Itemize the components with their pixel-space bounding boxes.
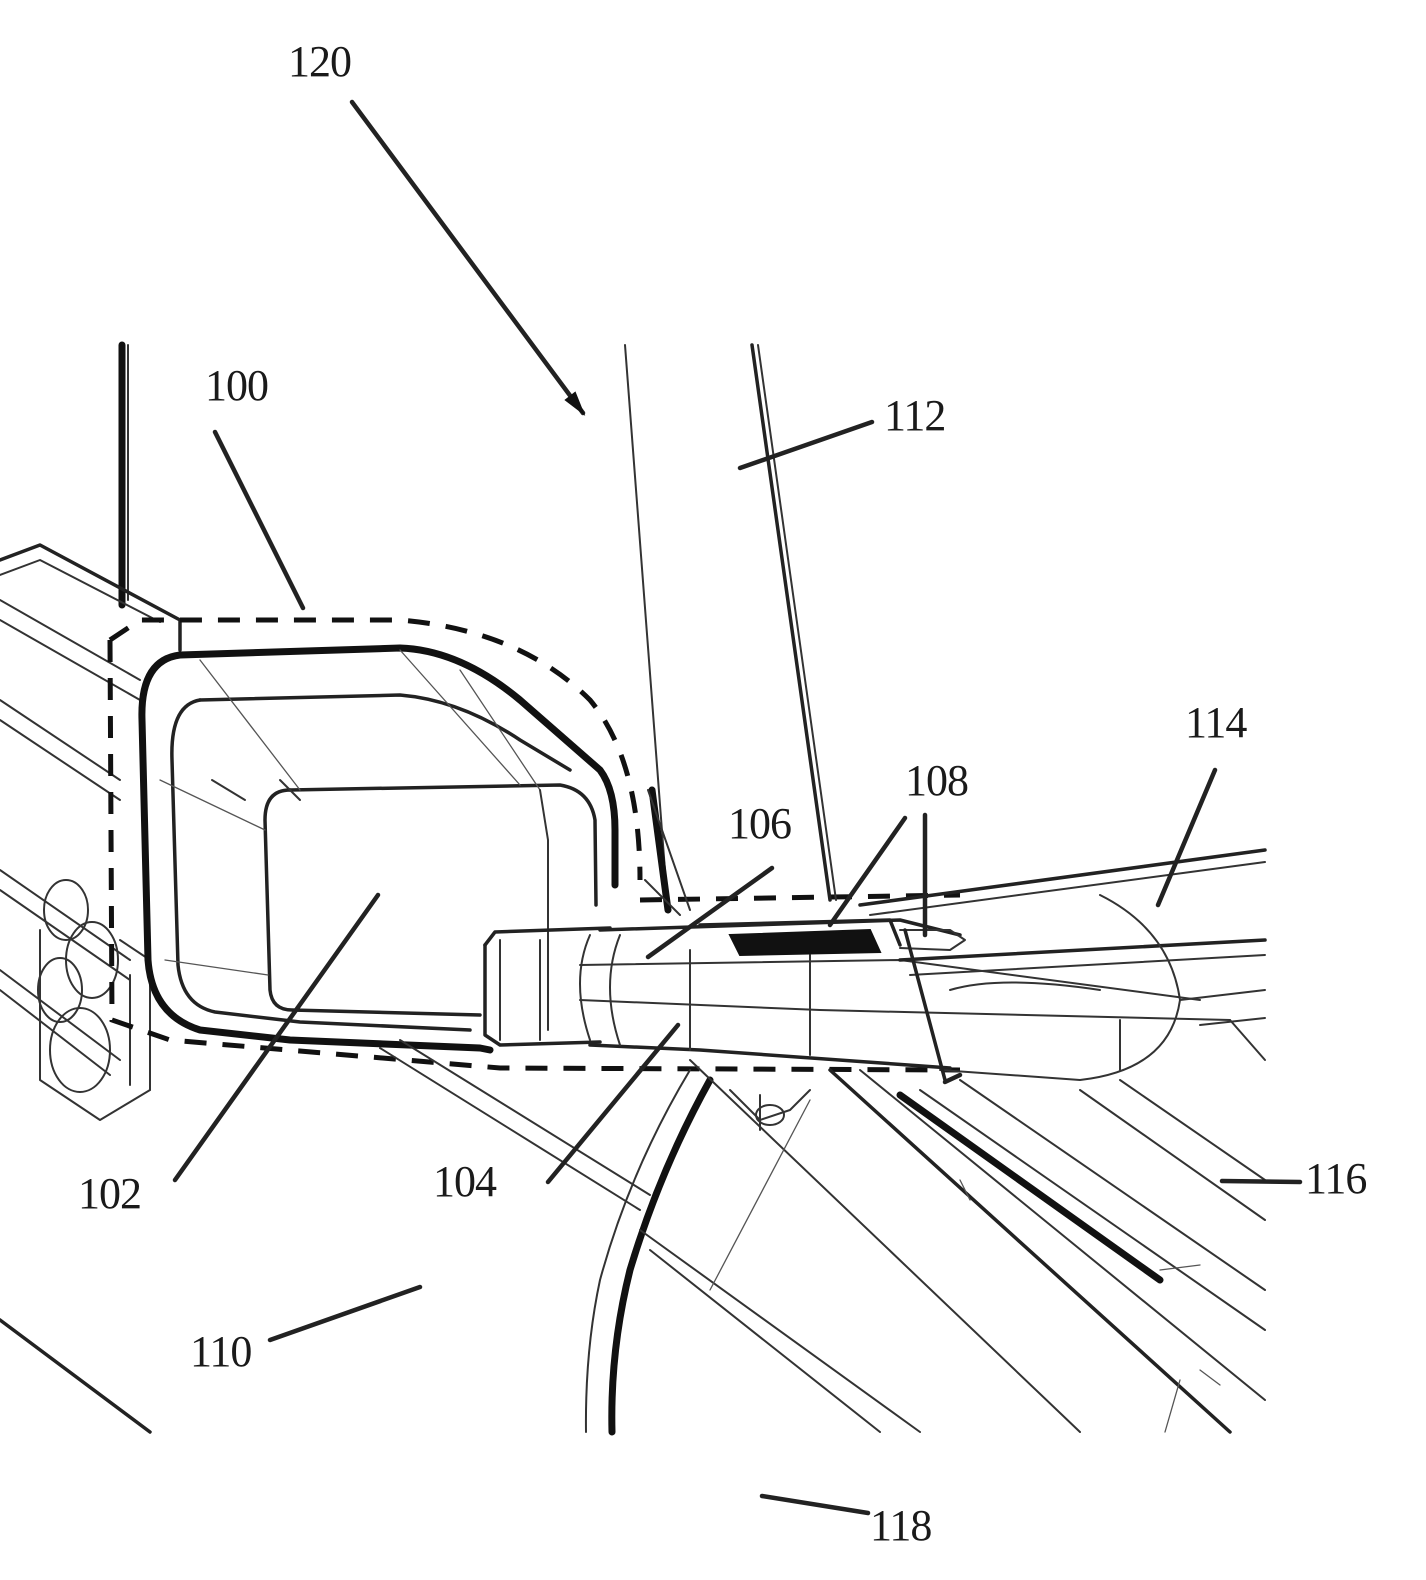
door-glass <box>380 1020 1265 1432</box>
label-102: 102 <box>78 1169 141 1218</box>
label-120: 120 <box>288 37 351 86</box>
vehicle-door <box>0 345 180 1432</box>
mirror-arm <box>485 920 1230 1068</box>
label-118: 118 <box>870 1501 931 1550</box>
label-116: 116 <box>1305 1154 1366 1203</box>
reference-numerals: 120 100 112 114 108 106 102 104 116 110 … <box>78 37 1366 1550</box>
label-106: 106 <box>728 799 791 848</box>
mirror-head <box>142 648 615 1050</box>
label-114: 114 <box>1185 698 1247 747</box>
label-108: 108 <box>905 756 968 805</box>
housing-114 <box>860 850 1265 1080</box>
dashed-boundary <box>110 620 960 1070</box>
label-104: 104 <box>433 1157 497 1206</box>
label-110: 110 <box>190 1327 251 1376</box>
label-100: 100 <box>205 361 268 410</box>
label-112: 112 <box>884 391 945 440</box>
